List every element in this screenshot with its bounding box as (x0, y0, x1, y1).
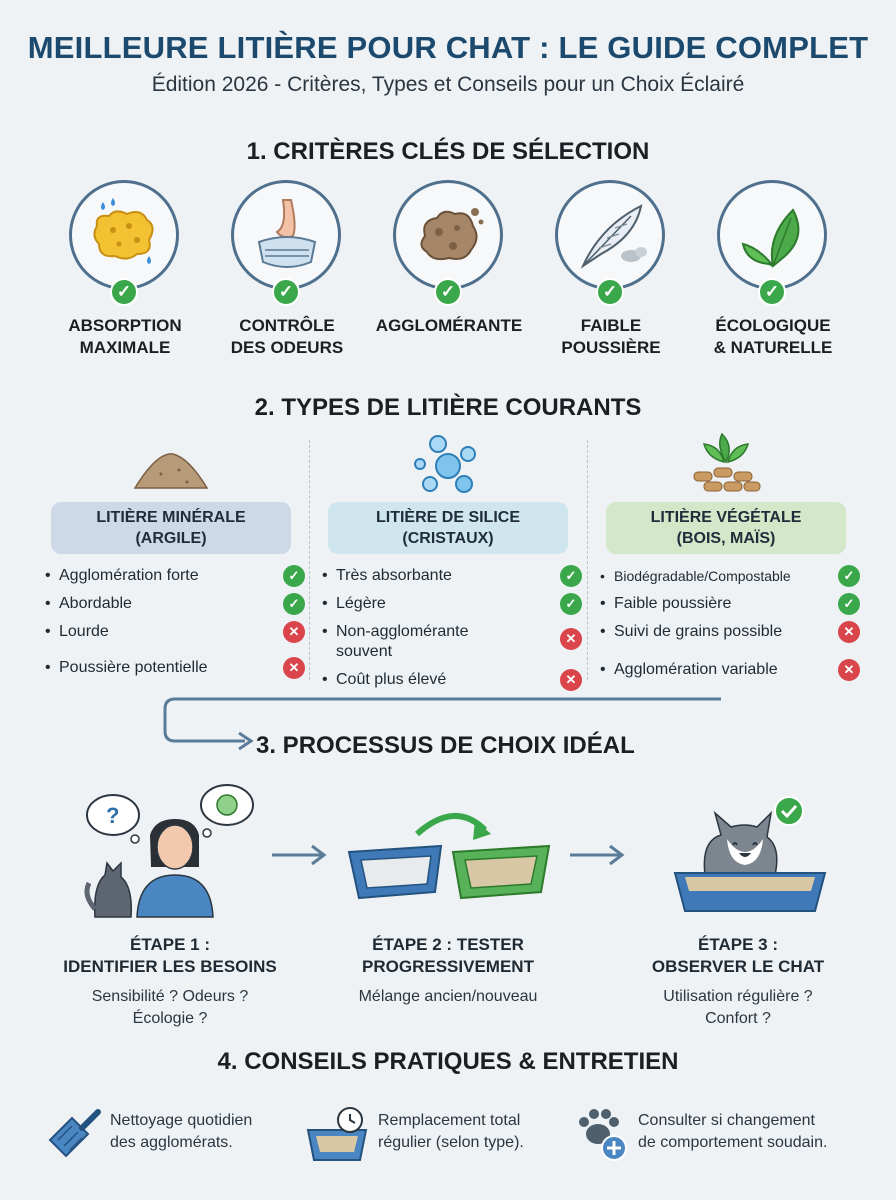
type-feature-list: Très absorbante✓ Légère✓ Non-agglomérant… (320, 565, 582, 698)
feature-item: Faible poussière✓ (598, 593, 860, 615)
check-icon: ✓ (838, 593, 860, 615)
step-description: Utilisation régulière ?Confort ? (663, 988, 813, 1027)
check-icon: ✓ (838, 565, 860, 587)
check-icon: ✓ (272, 278, 300, 306)
feather-icon (580, 204, 647, 269)
step-description: Sensibilité ? Odeurs ?Écologie ? (91, 988, 249, 1027)
feature-item: Agglomération forte✓ (43, 565, 305, 587)
check-icon: ✓ (283, 593, 305, 615)
check-icon: ✓ (434, 278, 462, 306)
section-title-process: 3. PROCESSUS DE CHOIX IDÉAL (256, 732, 635, 759)
criterion-label: AGGLOMÉRANTE (375, 316, 523, 335)
type-feature-list: Agglomération forte✓ Abordable✓ Lourde✕ … (43, 565, 305, 686)
section-title-criteria: 1. CRITÈRES CLÉS DE SÉLECTION (246, 138, 650, 165)
page-subtitle: Édition 2026 - Critères, Types et Consei… (151, 73, 745, 96)
person-thinking-icon: ? (84, 784, 254, 918)
litter-trays-icon (347, 813, 551, 900)
type-feature-list: Biodégradable/Compostable✓ Faible poussi… (598, 565, 860, 688)
feature-item: Légère✓ (320, 593, 582, 615)
column-divider (309, 440, 310, 680)
step-1: ÉTAPE 1 :IDENTIFIER LES BESOINS Sensibil… (40, 934, 300, 1030)
feature-item: Biodégradable/Compostable✓ (598, 565, 860, 587)
bubbles-icon (414, 435, 476, 493)
nose-mask-icon (257, 199, 317, 268)
step-description: Mélange ancien/nouveau (358, 988, 538, 1005)
criterion-ring (69, 180, 179, 290)
type-label: LITIÈRE DE SILICE(CRISTAUX) (328, 502, 568, 554)
clump-icon (420, 208, 484, 261)
feature-item: Suivi de grains possible✕ (598, 621, 860, 643)
happy-cat-icon (673, 796, 827, 912)
type-label: LITIÈRE MINÉRALE(ARGILE) (51, 502, 291, 554)
type-label: LITIÈRE VÉGÉTALE(BOIS, MAÏS) (606, 502, 846, 554)
check-icon: ✓ (560, 565, 582, 587)
cross-icon: ✕ (838, 659, 860, 681)
scoop-icon (48, 1109, 101, 1158)
feature-item: Non-agglomérante souvent✕ (320, 622, 582, 662)
step-3: ÉTAPE 3 :OBSERVER LE CHAT Utilisation ré… (608, 934, 868, 1030)
section-title-types: 2. TYPES DE LITIÈRE COURANTS (254, 394, 642, 421)
step-title: ÉTAPE 3 :OBSERVER LE CHAT (651, 935, 825, 976)
cross-icon: ✕ (560, 669, 582, 691)
check-icon: ✓ (596, 278, 624, 306)
svg-text:?: ? (106, 803, 119, 828)
tray-clock-icon (306, 1107, 368, 1161)
cross-icon: ✕ (838, 621, 860, 643)
check-icon: ✓ (110, 278, 138, 306)
criterion-clumping: ✓ AGGLOMÉRANTE (376, 180, 522, 370)
step-arrow-icon (570, 844, 625, 866)
feature-item: Poussière potentielle✕ (43, 657, 305, 679)
flow-arrow-icon (163, 697, 721, 751)
cross-icon: ✕ (283, 657, 305, 679)
feature-item: Lourde✕ (43, 621, 305, 643)
feature-item: Très absorbante✓ (320, 565, 582, 587)
column-divider (587, 440, 588, 680)
check-icon: ✓ (560, 593, 582, 615)
leaf-icon (741, 208, 800, 268)
feature-item: Coût plus élevé✕ (320, 669, 582, 691)
cross-icon: ✕ (283, 621, 305, 643)
pellets-icon (693, 432, 761, 492)
cross-icon: ✕ (560, 628, 582, 650)
feature-item: Abordable✓ (43, 593, 305, 615)
check-icon: ✓ (283, 565, 305, 587)
paw-plus-icon (579, 1109, 627, 1161)
sand-pile-icon (133, 453, 209, 489)
step-title: ÉTAPE 1 :IDENTIFIER LES BESOINS (63, 935, 277, 976)
check-icon: ✓ (758, 278, 786, 306)
criterion-label: ÉCOLOGIQUE& NATURELLE (713, 316, 833, 357)
page-title: MEILLEURE LITIÈRE POUR CHAT : LE GUIDE C… (27, 30, 869, 65)
criterion-eco: ✓ ÉCOLOGIQUE& NATURELLE (713, 180, 833, 370)
feature-item: Agglomération variable✕ (598, 659, 860, 681)
sponge-icon (93, 198, 154, 264)
section-title-tips: 4. CONSEILS PRATIQUES & ENTRETIEN (217, 1048, 679, 1075)
step-arrow-icon (272, 844, 327, 866)
